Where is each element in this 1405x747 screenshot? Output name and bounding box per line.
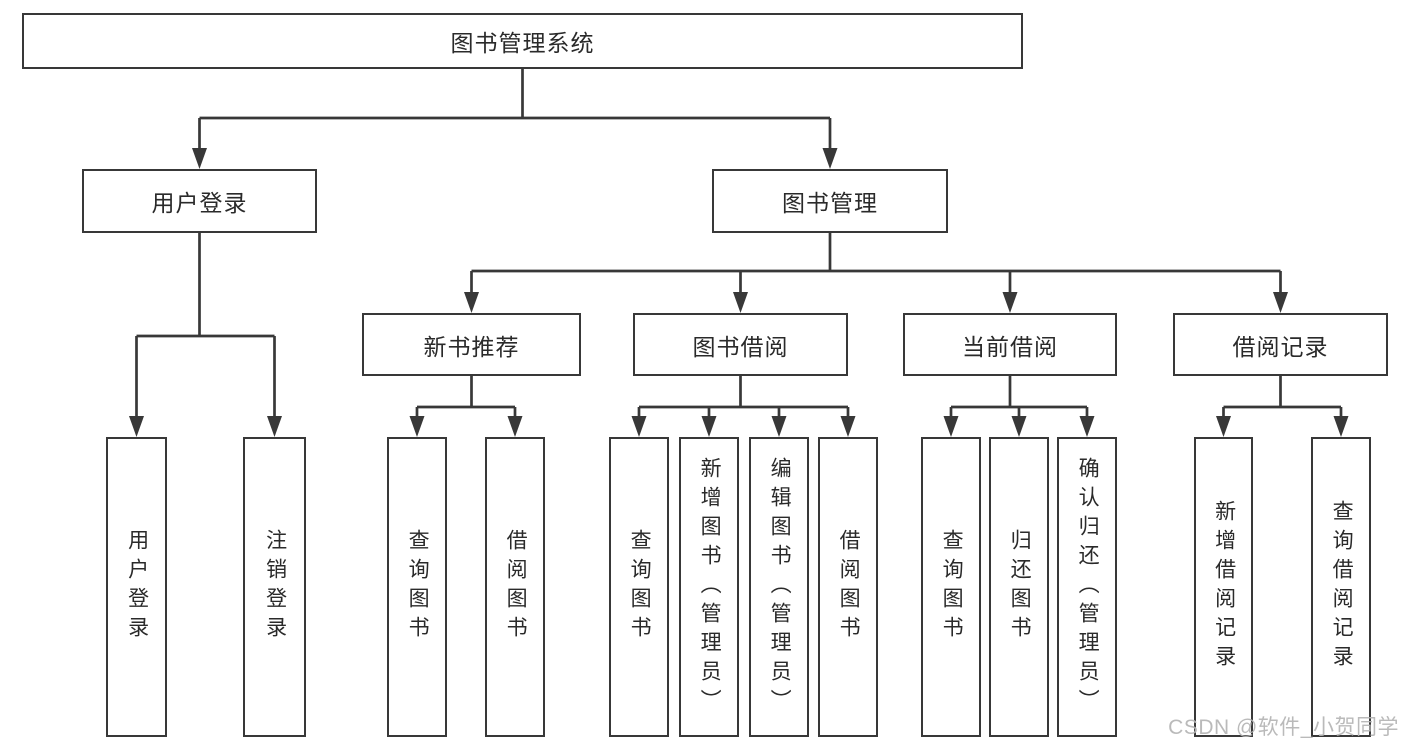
leaf-label: 查询图书	[940, 529, 964, 645]
leaf-query-books: 查询图书	[921, 437, 981, 737]
leaf-borrow-books: 借阅图书	[818, 437, 878, 737]
leaf-logout: 注销登录	[243, 437, 306, 737]
node-new-book-recommendation: 新书推荐	[362, 313, 581, 376]
leaf-add-borrow-record: 新增借阅记录	[1194, 437, 1253, 737]
leaf-query-borrow-record: 查询借阅记录	[1311, 437, 1371, 737]
leaf-label: 用户登录	[125, 529, 149, 645]
leaf-edit-books-admin: 编辑图书（管理员）	[749, 437, 809, 737]
leaf-label: 查询图书	[406, 529, 430, 645]
leaf-confirm-return-admin: 确认归还（管理员）	[1057, 437, 1117, 737]
leaf-user-login: 用户登录	[106, 437, 167, 737]
node-book-borrowing: 图书借阅	[633, 313, 848, 376]
leaf-label: 新增借阅记录	[1212, 500, 1236, 674]
arrowheads	[129, 148, 1349, 437]
leaf-add-books-admin: 新增图书（管理员）	[679, 437, 739, 737]
leaf-label: 确认归还（管理员）	[1076, 456, 1100, 718]
leaf-label: 查询图书	[628, 529, 652, 645]
leaf-borrow-books: 借阅图书	[485, 437, 545, 737]
node-user-login: 用户登录	[82, 169, 317, 233]
node-borrowing-records: 借阅记录	[1173, 313, 1388, 376]
node-label: 图书管理	[782, 190, 878, 216]
node-book-management: 图书管理	[712, 169, 948, 233]
node-label: 当前借阅	[962, 333, 1058, 360]
node-label: 用户登录	[151, 190, 248, 216]
node-label: 新书推荐	[423, 333, 520, 360]
leaf-label: 查询借阅记录	[1330, 500, 1354, 674]
leaf-label: 借阅图书	[504, 529, 528, 645]
leaf-label: 编辑图书（管理员）	[768, 456, 792, 718]
csdn-watermark: CSDN @软件_小贺同学	[1168, 716, 1399, 739]
node-label: 图书管理系统	[450, 30, 595, 56]
leaf-label: 借阅图书	[837, 529, 861, 645]
node-label: 借阅记录	[1232, 333, 1329, 360]
node-label: 图书借阅	[692, 333, 789, 360]
leaf-label: 注销登录	[263, 529, 287, 645]
leaf-return-books: 归还图书	[989, 437, 1049, 737]
leaf-query-books: 查询图书	[387, 437, 447, 737]
leaf-label: 新增图书（管理员）	[698, 456, 722, 718]
node-library-management-system: 图书管理系统	[22, 13, 1023, 69]
leaf-query-books: 查询图书	[609, 437, 669, 737]
leaf-label: 归还图书	[1008, 529, 1032, 645]
node-current-borrowing: 当前借阅	[903, 313, 1117, 376]
